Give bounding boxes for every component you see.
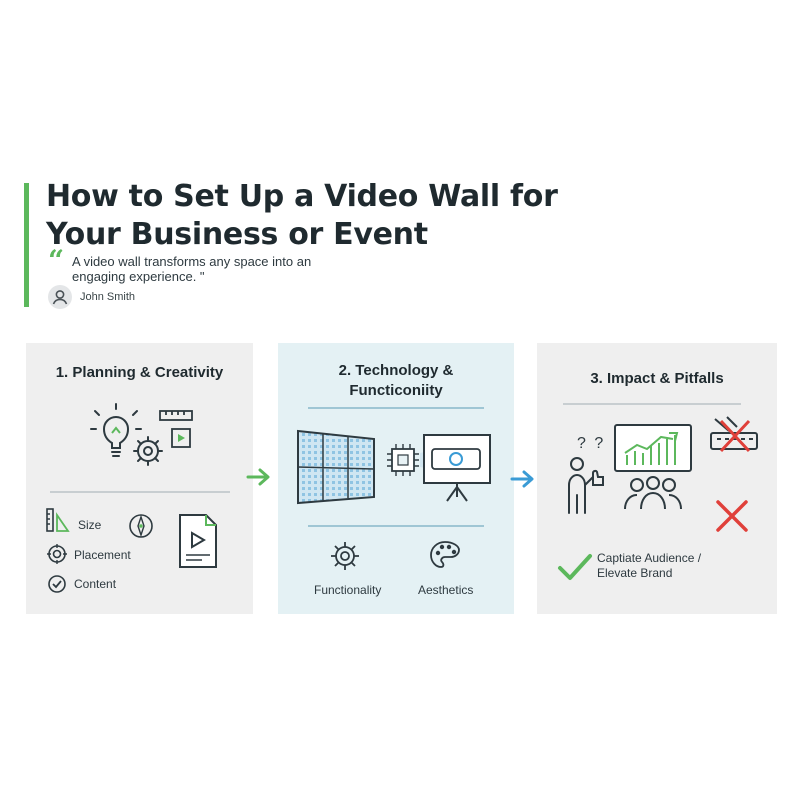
gear-icon (331, 542, 359, 570)
panel-title: 1. Planning & Creativity (55, 364, 224, 381)
author: John Smith (48, 285, 135, 309)
video-wall-projector-icon (297, 429, 491, 505)
palette-icon (430, 541, 460, 568)
green-check-icon (558, 554, 592, 580)
quote-mark-icon: “ (48, 244, 65, 277)
item-size-label: Size (78, 518, 102, 532)
panel-divider (563, 403, 741, 405)
item-aesthetics-label: Aesthetics (418, 583, 474, 597)
panel-title-line-1: 2. Technology & (338, 362, 454, 379)
arrow-right-icon (510, 470, 534, 488)
outcome-text: Captiate Audience / Elevate Brand (597, 551, 701, 581)
panel-planning: 1. Planning & Creativity Size (26, 343, 253, 614)
lightbulb-gear-icon (90, 403, 163, 466)
target-icon (47, 544, 67, 564)
title-line-1: How to Set Up a Video Wall for (46, 179, 558, 214)
panel-divider (308, 525, 484, 527)
item-content-label: Content (74, 577, 117, 591)
panel-divider (308, 407, 484, 409)
panel-impact: 3. Impact & Pitfalls ? ? (537, 343, 777, 614)
quote-line-1: A video wall transforms any space into a… (72, 254, 312, 269)
ruler-triangle-icon (46, 508, 70, 532)
check-circle-icon (48, 575, 66, 593)
outcome-line-2: Elevate Brand (597, 566, 673, 580)
panel-technology: 2. Technology & Functiconiity Functional… (278, 343, 514, 614)
author-name: John Smith (80, 291, 136, 303)
ruler-video-icon (159, 410, 193, 448)
outcome-line-1: Captiate Audience / (597, 551, 702, 565)
item-placement-label: Placement (74, 548, 131, 562)
red-x-icon (716, 500, 748, 532)
person-thumbs-up-icon (568, 457, 604, 514)
panel-divider (50, 491, 230, 493)
question-marks: ? ? (577, 435, 606, 452)
panel-title-line-2: Functiconiity (349, 382, 443, 399)
title-line-2: Your Business or Event (46, 217, 428, 252)
broken-keyboard-icon (710, 416, 758, 453)
panel-title: 2. Technology & Functiconiity (278, 361, 514, 401)
panel-title: 3. Impact & Pitfalls (590, 370, 724, 387)
document-video-icon (179, 514, 217, 568)
person-icon (52, 290, 68, 305)
quote-line-2: engaging experience. " (72, 269, 205, 284)
compass-icon (129, 514, 153, 538)
arrow-right-icon (246, 468, 270, 486)
growth-chart-audience-icon (614, 424, 692, 510)
item-functionality-label: Functionality (314, 583, 382, 597)
header-accent-bar (24, 183, 29, 307)
quote-text: A video wall transforms any space into a… (72, 254, 342, 284)
avatar (48, 285, 72, 309)
page-title: How to Set Up a Video Wall for Your Busi… (46, 178, 558, 254)
